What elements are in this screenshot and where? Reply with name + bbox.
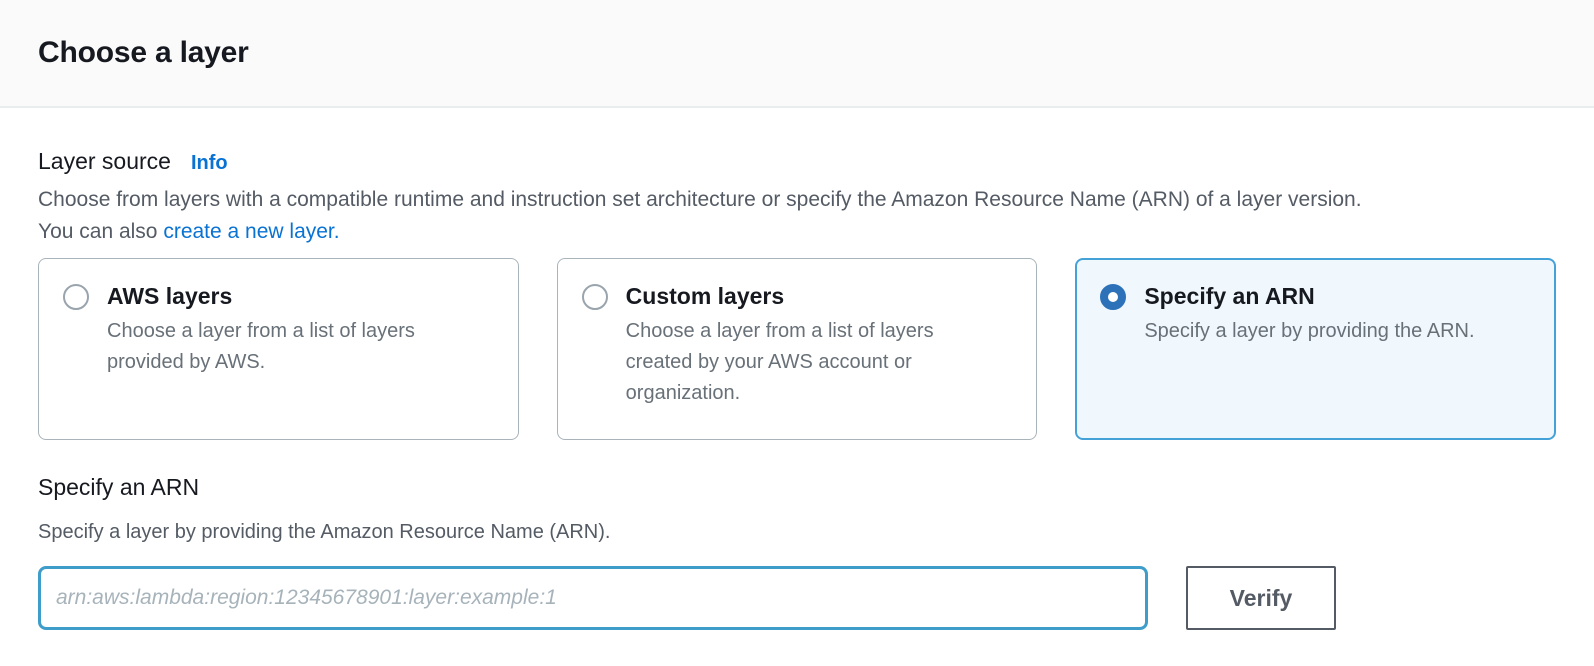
card-desc-aws-layers: Choose a layer from a list of layers pro… bbox=[107, 320, 415, 373]
create-new-layer-link[interactable]: create a new layer. bbox=[163, 220, 340, 243]
layer-source-description: Choose from layers with a compatible run… bbox=[38, 184, 1378, 248]
radio-aws-layers[interactable] bbox=[63, 283, 89, 310]
layer-source-label-row: Layer source Info bbox=[38, 148, 1556, 176]
card-head: AWS layers bbox=[63, 283, 494, 310]
info-link[interactable]: Info bbox=[190, 152, 228, 174]
arn-input[interactable] bbox=[38, 566, 1148, 630]
card-desc-custom-layers: Choose a layer from a list of layers cre… bbox=[625, 320, 934, 404]
verify-button[interactable]: Verify bbox=[1186, 566, 1336, 630]
main-content: Layer source Info Choose from layers wit… bbox=[0, 108, 1594, 630]
radio-specify-arn[interactable] bbox=[1100, 283, 1127, 310]
card-title-specify-arn: Specify an ARN bbox=[1144, 283, 1315, 309]
arn-section-description: Specify a layer by providing the Amazon … bbox=[38, 521, 611, 543]
option-card-custom-layers[interactable]: Custom layers Choose a layer from a list… bbox=[556, 258, 1038, 440]
page-title: Choose a layer bbox=[38, 36, 249, 69]
card-title-aws-layers: AWS layers bbox=[107, 283, 233, 309]
arn-section-title: Specify an ARN bbox=[38, 474, 200, 500]
layer-source-description-text: Choose from layers with a compatible run… bbox=[38, 188, 1362, 243]
option-card-specify-arn[interactable]: Specify an ARN Specify a layer by provid… bbox=[1075, 258, 1557, 440]
option-card-aws-layers[interactable]: AWS layers Choose a layer from a list of… bbox=[38, 258, 519, 440]
card-desc-specify-arn: Specify a layer by providing the ARN. bbox=[1144, 320, 1475, 342]
layer-source-options: AWS layers Choose a layer from a list of… bbox=[38, 258, 1557, 440]
radio-custom-layers[interactable] bbox=[581, 283, 608, 310]
layer-source-label: Layer source bbox=[38, 148, 171, 174]
card-head: Specify an ARN bbox=[1100, 283, 1531, 310]
arn-input-row: Verify bbox=[38, 566, 1556, 630]
page-header: Choose a layer bbox=[0, 0, 1594, 108]
card-head: Custom layers bbox=[581, 283, 1013, 310]
card-title-custom-layers: Custom layers bbox=[625, 283, 785, 309]
